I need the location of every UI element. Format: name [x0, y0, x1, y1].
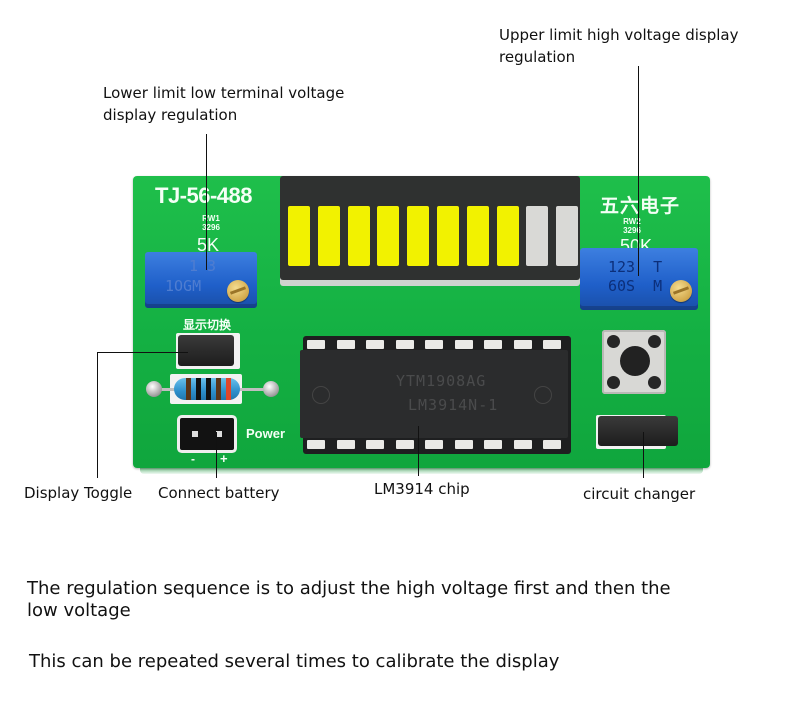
potentiometer-rw1[interactable]: 1 3 1OGM [145, 252, 257, 308]
note-sequence: The regulation sequence is to adjust the… [27, 578, 671, 622]
ic-pin-top [513, 340, 532, 349]
note-sequence-line1: The regulation sequence is to adjust the… [27, 578, 671, 599]
rw2-marking-top: 123 T [608, 258, 663, 276]
rw1-value: 5K [197, 235, 220, 255]
led-segment-lit [347, 206, 370, 266]
note-sequence-line2: low voltage [27, 600, 131, 621]
led-segment-lit [466, 206, 489, 266]
button-foot [648, 335, 661, 348]
rw1-adjust-screw-icon[interactable] [227, 280, 249, 302]
leader-line-upper-limit [638, 66, 639, 276]
ic-pin-top [395, 340, 414, 349]
power-header[interactable] [180, 418, 234, 450]
rw1-ref: RW1 [202, 214, 220, 223]
ic-pin-top [454, 340, 473, 349]
chip-marking-line2: LM3914N-1 [408, 396, 499, 414]
note-repeat: This can be repeated several times to ca… [29, 651, 560, 672]
chip-marking-line1: YTM1908AG [396, 372, 487, 390]
board-edge [140, 466, 703, 474]
leader-line-lower-limit [206, 134, 207, 270]
rw1-marking-bottom: 1OGM [165, 277, 202, 295]
rw2-adjust-screw-icon[interactable] [670, 280, 692, 302]
ic-pin-bottom [366, 440, 384, 449]
leader-line-display-toggle-h [97, 352, 188, 353]
potentiometer-rw2[interactable]: 123 T 60S M [580, 248, 698, 310]
button-foot [648, 376, 661, 389]
leader-line-battery [216, 432, 217, 478]
callout-lower-limit-line2: display regulation [103, 106, 238, 124]
rw2-marking-bottom: 60S M [608, 277, 663, 295]
resistor-band [206, 378, 211, 400]
power-pin-minus [192, 431, 198, 437]
ic-pin-bottom [425, 440, 443, 449]
ic-pin-top [307, 340, 325, 349]
power-pin-plus [216, 431, 222, 437]
resistor-band [186, 378, 191, 400]
leader-line-display-toggle-v [97, 352, 98, 478]
resistor-solder-left [146, 381, 162, 397]
ic-pin-bottom [395, 440, 414, 449]
button-foot [607, 335, 620, 348]
ic-pin-bottom [307, 440, 325, 449]
callout-upper-limit-line2: regulation [499, 48, 576, 66]
callout-chip: LM3914 chip [374, 480, 470, 498]
rw2-type: 3296 [623, 226, 641, 235]
power-minus-silk: - [191, 452, 195, 466]
circuit-changer-jumper[interactable] [598, 416, 678, 446]
leader-line-chip [418, 426, 419, 476]
board-model-label: TJ-56-488 [155, 183, 253, 208]
led-segment-lit [437, 206, 459, 266]
ic-pin-bottom [484, 440, 502, 449]
resistor-solder-right [263, 381, 279, 397]
display-toggle-silk: 显示切换 [183, 318, 232, 332]
led-bargraph [280, 176, 580, 280]
chip-notch-left [312, 386, 330, 404]
callout-circuit-changer: circuit changer [583, 485, 696, 503]
resistor-lead-left [158, 388, 178, 391]
lm3914-chip: YTM1908AG LM3914N-1 [300, 350, 568, 438]
ic-pin-bottom [336, 440, 355, 449]
button-foot [607, 376, 620, 389]
rw1-silk: RW1 3296 [196, 214, 226, 232]
resistor-band [216, 378, 221, 400]
led-segment-lit [496, 206, 519, 266]
callout-connect-battery: Connect battery [158, 484, 280, 502]
callout-display-toggle: Display Toggle [24, 484, 133, 502]
push-button[interactable] [602, 330, 666, 394]
ic-pin-top [484, 340, 502, 349]
callout-upper-limit: Upper limit high voltage display regulat… [499, 24, 739, 68]
led-segment-lit [407, 206, 430, 266]
rw2-ref: RW2 [623, 217, 641, 226]
rw1-marking-top: 1 3 [189, 257, 217, 275]
rw1-type: 3296 [202, 223, 220, 232]
led-segment-lit [317, 206, 340, 266]
resistor-band [196, 378, 201, 400]
callout-upper-limit-line1: Upper limit high voltage display [499, 26, 739, 44]
button-cap [620, 346, 650, 376]
led-segment-lit [377, 206, 400, 266]
callout-lower-limit-line1: Lower limit low terminal voltage [103, 84, 345, 102]
ic-pin-bottom [513, 440, 532, 449]
ic-pin-bottom [454, 440, 473, 449]
power-plus-silk: + [220, 451, 228, 466]
board-brand-label: 五六电子 [600, 196, 681, 217]
led-segment-lit [288, 206, 310, 266]
resistor-lead-right [238, 388, 268, 391]
chip-notch-right [534, 386, 552, 404]
rw2-silk: RW2 3296 [617, 217, 647, 235]
resistor [174, 378, 240, 400]
ic-pin-top [543, 340, 561, 349]
led-segment-unlit [526, 206, 549, 266]
ic-pin-top [425, 340, 443, 349]
leader-line-circuit-changer [643, 432, 644, 478]
ic-pin-top [366, 340, 384, 349]
callout-lower-limit: Lower limit low terminal voltage display… [103, 82, 344, 126]
display-toggle-jumper[interactable] [178, 335, 234, 366]
resistor-band [226, 378, 231, 400]
power-silk: Power [246, 426, 286, 441]
led-segment-unlit [556, 206, 579, 266]
ic-pin-top [336, 340, 355, 349]
ic-pin-bottom [543, 440, 561, 449]
